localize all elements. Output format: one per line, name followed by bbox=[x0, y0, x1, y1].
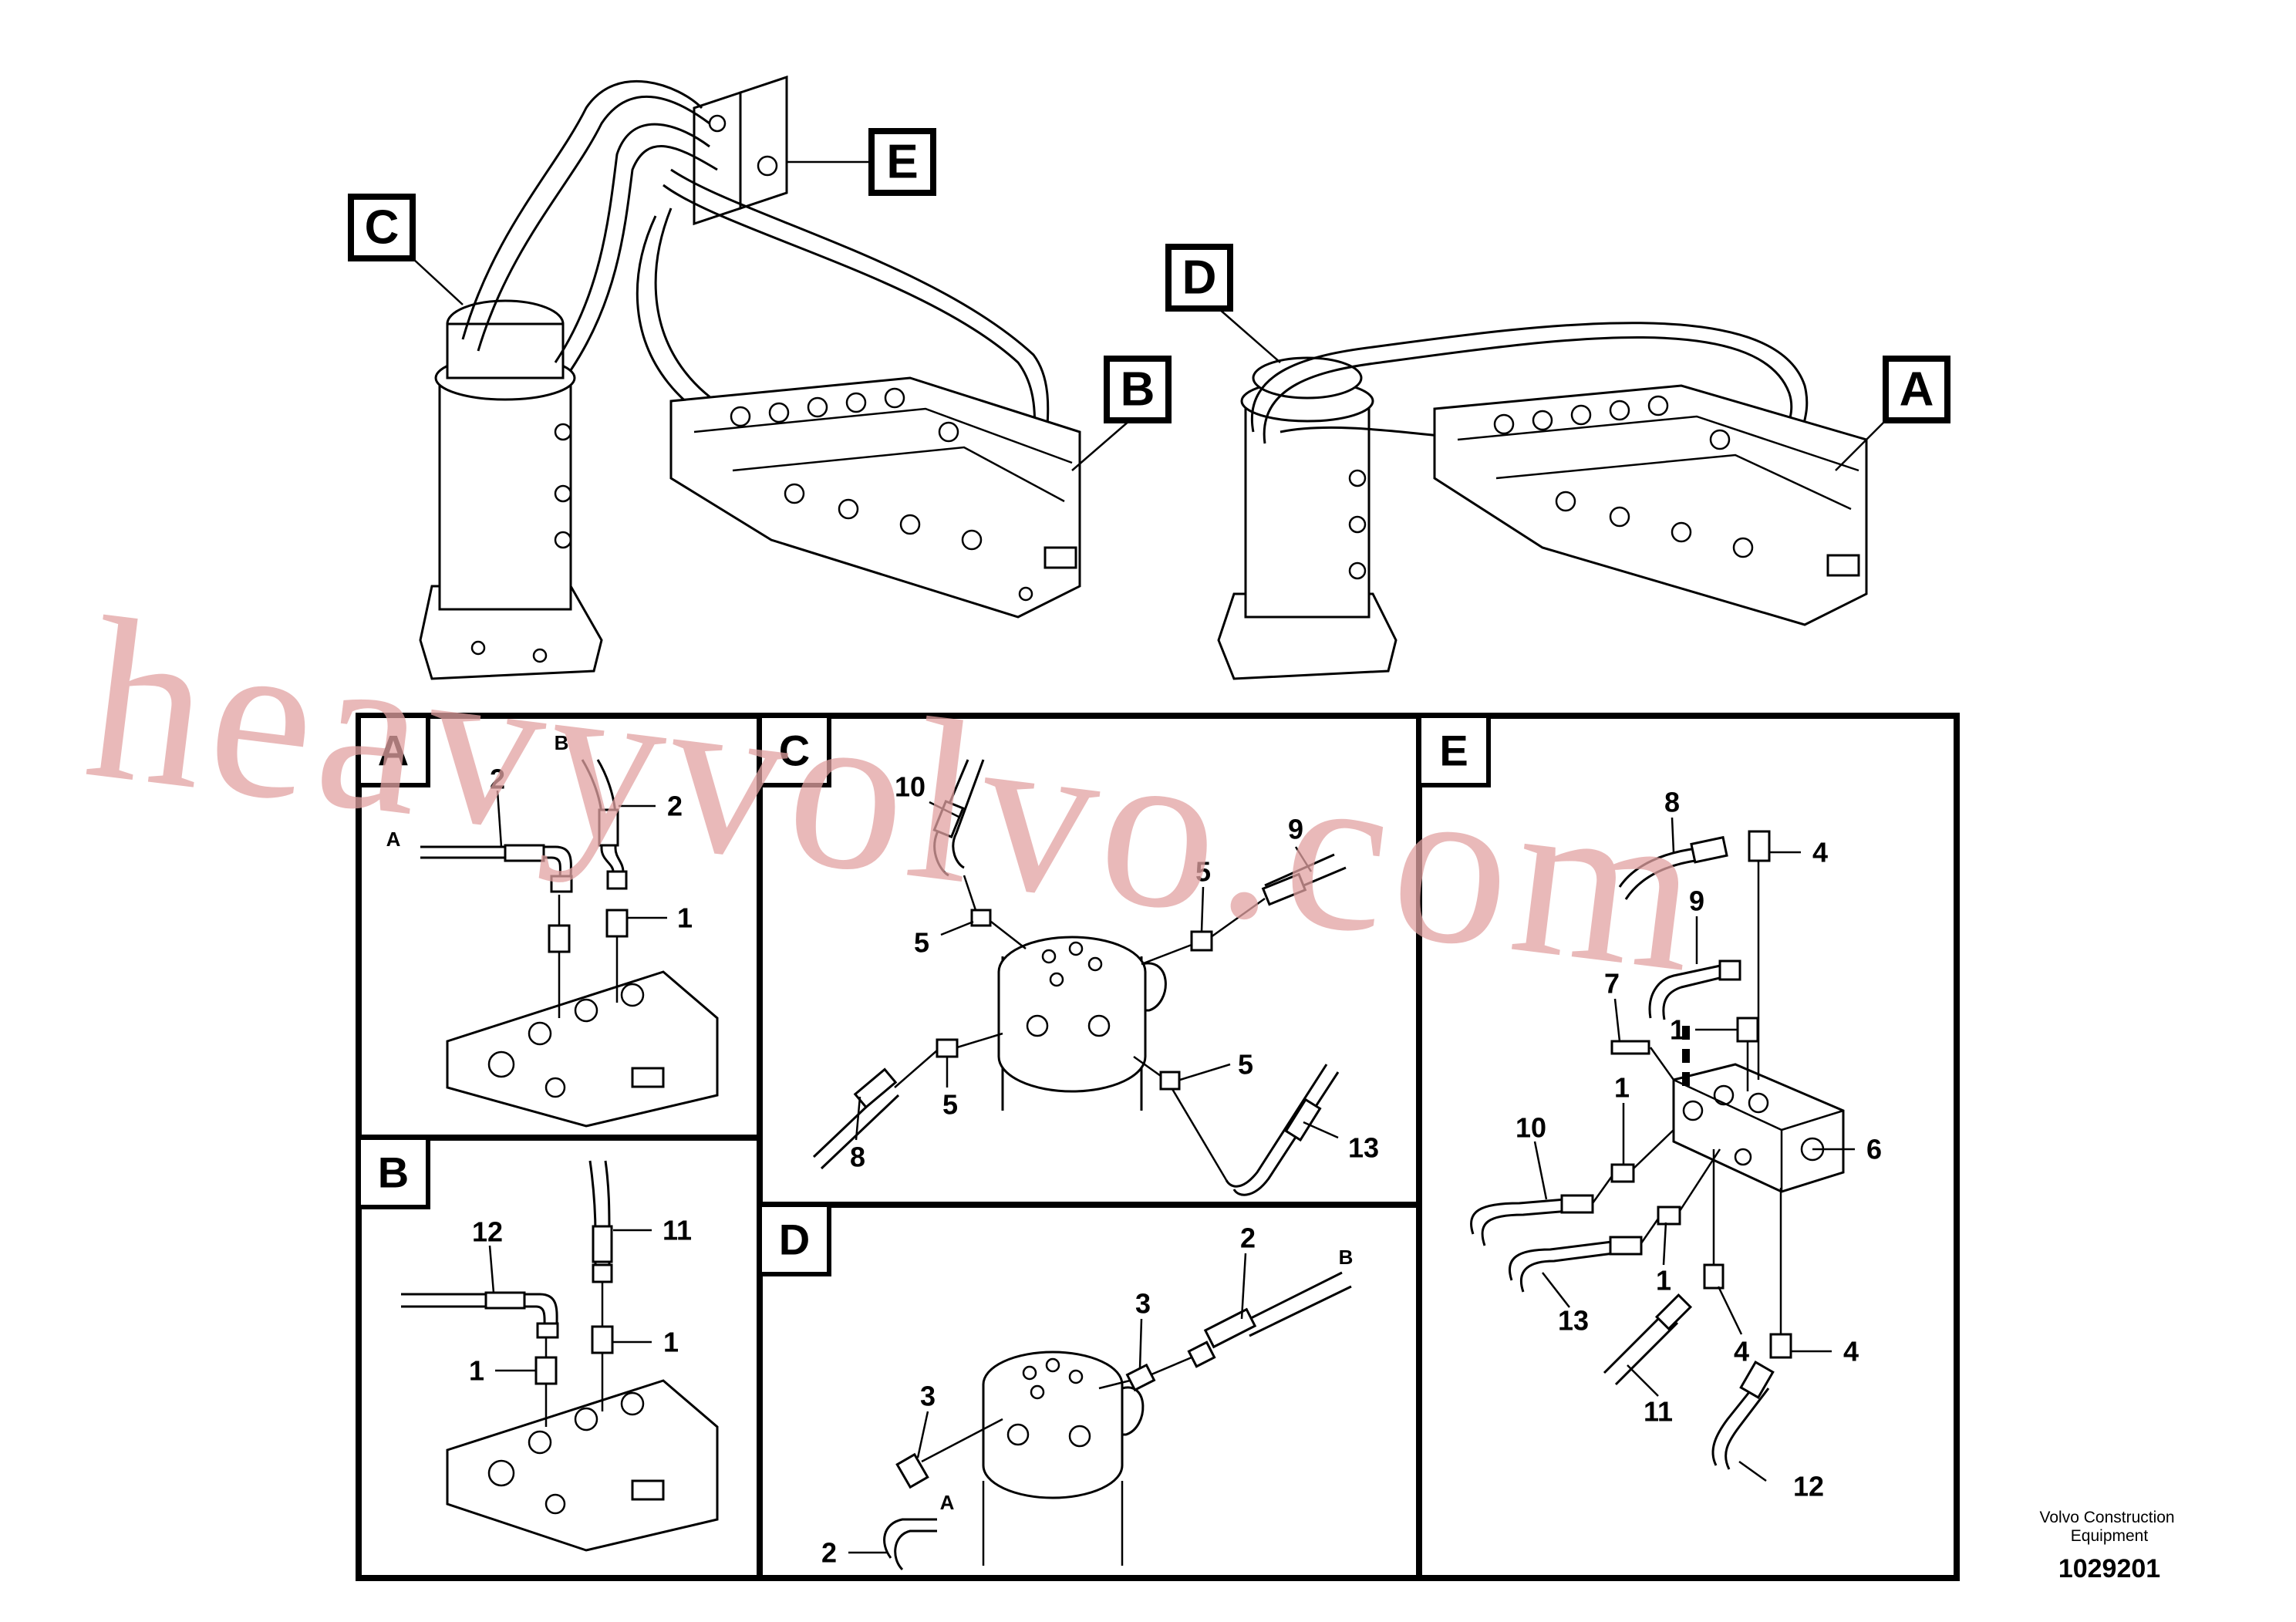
svg-text:4: 4 bbox=[1843, 1336, 1859, 1367]
drawing-number: 1029201 bbox=[2058, 1554, 2160, 1583]
svg-text:2: 2 bbox=[821, 1537, 837, 1569]
left-swivel-joint bbox=[419, 299, 603, 680]
panel-d-port-a: A bbox=[940, 1491, 955, 1514]
panel-d: D B A 2 3 3 2 bbox=[757, 1202, 1354, 1571]
panel-e: E bbox=[1417, 713, 1882, 1502]
svg-text:1: 1 bbox=[663, 1327, 679, 1358]
svg-text:3: 3 bbox=[1135, 1288, 1151, 1320]
svg-text:B: B bbox=[1121, 363, 1155, 416]
svg-text:E: E bbox=[1439, 727, 1468, 775]
svg-text:8: 8 bbox=[1664, 787, 1680, 818]
svg-text:1: 1 bbox=[469, 1355, 484, 1387]
callout-c-leader bbox=[412, 258, 464, 305]
svg-text:5: 5 bbox=[1238, 1049, 1253, 1081]
callout-c: C bbox=[348, 194, 416, 261]
svg-text:1: 1 bbox=[1656, 1265, 1671, 1297]
left-block-e bbox=[693, 75, 788, 226]
svg-text:5: 5 bbox=[1195, 856, 1211, 888]
svg-text:11: 11 bbox=[1644, 1396, 1673, 1428]
svg-text:10: 10 bbox=[1515, 1112, 1546, 1144]
svg-text:7: 7 bbox=[1604, 968, 1620, 1000]
svg-text:10: 10 bbox=[895, 771, 925, 803]
svg-text:13: 13 bbox=[1348, 1132, 1379, 1164]
callout-e: E bbox=[868, 128, 936, 196]
svg-text:8: 8 bbox=[850, 1141, 865, 1173]
svg-text:9: 9 bbox=[1689, 885, 1704, 917]
svg-text:13: 13 bbox=[1558, 1305, 1589, 1337]
svg-text:1: 1 bbox=[677, 902, 693, 934]
svg-text:2: 2 bbox=[1240, 1222, 1256, 1254]
panel-e-plug bbox=[1610, 1040, 1650, 1055]
svg-text:A: A bbox=[1900, 363, 1934, 416]
svg-text:4: 4 bbox=[1734, 1336, 1749, 1367]
panel-c: C 10 9 5 bbox=[757, 713, 1379, 1196]
panel-b: B 12 11 1 1 bbox=[356, 1135, 719, 1552]
panel-b-valve bbox=[446, 1379, 719, 1552]
panel-a-port-b: B bbox=[555, 731, 569, 754]
svg-text:D: D bbox=[1182, 251, 1217, 305]
right-assembly bbox=[1217, 322, 1868, 680]
panel-a: A B A 2 2 1 bbox=[356, 713, 719, 1128]
svg-text:1: 1 bbox=[1614, 1072, 1630, 1104]
callout-b-leader bbox=[1071, 420, 1131, 471]
svg-text:12: 12 bbox=[472, 1216, 503, 1248]
svg-text:2: 2 bbox=[490, 764, 505, 795]
right-control-valve bbox=[1433, 384, 1868, 626]
svg-text:12: 12 bbox=[1793, 1471, 1824, 1502]
svg-text:B: B bbox=[378, 1148, 409, 1197]
svg-text:3: 3 bbox=[920, 1381, 936, 1412]
footer-company: Volvo Construction Equipment bbox=[2040, 1509, 2180, 1545]
callout-a: A bbox=[1883, 356, 1950, 423]
footer: Volvo Construction Equipment 1029201 bbox=[2040, 1509, 2180, 1583]
svg-text:D: D bbox=[779, 1216, 810, 1264]
left-control-valve bbox=[669, 376, 1081, 619]
callout-d: D bbox=[1165, 244, 1233, 312]
panel-a-port-a: A bbox=[386, 828, 401, 851]
right-swivel-joint bbox=[1217, 356, 1397, 680]
watermark: heavyvolvo.com bbox=[76, 569, 1717, 1021]
panel-d-port-b: B bbox=[1339, 1246, 1354, 1269]
svg-text:4: 4 bbox=[1812, 837, 1828, 868]
callout-a-leader bbox=[1835, 420, 1886, 471]
svg-text:2: 2 bbox=[667, 791, 683, 822]
svg-text:11: 11 bbox=[663, 1215, 692, 1246]
left-assembly bbox=[419, 75, 1081, 680]
svg-text:E: E bbox=[886, 136, 918, 189]
svg-text:5: 5 bbox=[914, 927, 929, 959]
svg-text:9: 9 bbox=[1288, 814, 1303, 845]
panel-a-valve bbox=[446, 970, 719, 1128]
callout-b: B bbox=[1104, 356, 1172, 423]
svg-text:C: C bbox=[779, 727, 810, 775]
svg-text:6: 6 bbox=[1866, 1134, 1882, 1165]
svg-text:5: 5 bbox=[942, 1089, 958, 1121]
svg-text:C: C bbox=[365, 201, 400, 255]
svg-text:1: 1 bbox=[1670, 1014, 1685, 1046]
svg-text:A: A bbox=[378, 727, 409, 775]
panel-e-block bbox=[1672, 1063, 1845, 1193]
callout-d-leader bbox=[1218, 308, 1281, 363]
